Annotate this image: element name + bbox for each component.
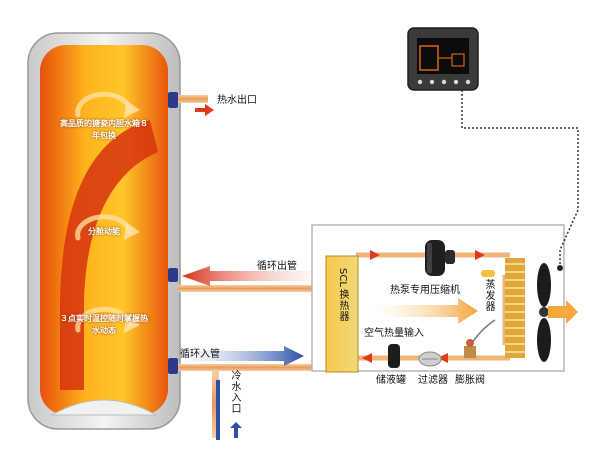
receiver-tank (388, 344, 400, 368)
cold-water-inlet-pipe (212, 371, 242, 440)
tank-fittings (168, 92, 178, 374)
circulation-out-pipe (178, 266, 320, 292)
air-heat-input-arrow (365, 298, 478, 324)
hot-water-outlet-label: 热水出口 (217, 95, 257, 106)
circulation-in-label: 循环入管 (180, 349, 220, 360)
scl-label-name: 换热器 (337, 288, 348, 322)
tank-label-enamel-liner: 高品质的搪瓷内胆水箱８年包换 (60, 119, 148, 140)
cold-water-inlet-label: 冷水入口 (229, 370, 240, 414)
filter (418, 351, 442, 367)
scl-label-prefix: SCL (337, 268, 348, 287)
signal-cable-end (557, 265, 563, 271)
circulation-out-label: 循环出管 (257, 261, 297, 272)
receiver-label: 储液罐 (376, 375, 406, 386)
controller-panel (407, 27, 479, 91)
expansion-valve (464, 319, 496, 358)
scl-heat-exchanger (325, 255, 359, 373)
evaporator-label: 蒸发器 (483, 279, 494, 312)
compressor-label: 热泵专用压缩机 (390, 285, 460, 296)
expansion-valve-label: 膨胀阀 (455, 375, 485, 386)
hot-water-outlet-pipe (178, 95, 214, 116)
water-tank (27, 32, 181, 430)
filter-label: 过滤器 (418, 375, 448, 386)
scl-heat-exchanger-label: SCL 换热器 (329, 268, 355, 322)
compressor (425, 240, 455, 276)
tank-label-temp-control: ３点实时温控随时掌握热水动态 (60, 314, 148, 335)
flow-arrows (362, 250, 485, 363)
tank-label-compartment: 分舱动能 (88, 227, 120, 236)
circulation-in-pipe (178, 346, 320, 371)
evaporator-coil (505, 258, 525, 358)
evaporator-fitting (481, 270, 495, 277)
fan (537, 263, 578, 362)
air-heat-input-label: 空气热量输入 (364, 328, 424, 339)
